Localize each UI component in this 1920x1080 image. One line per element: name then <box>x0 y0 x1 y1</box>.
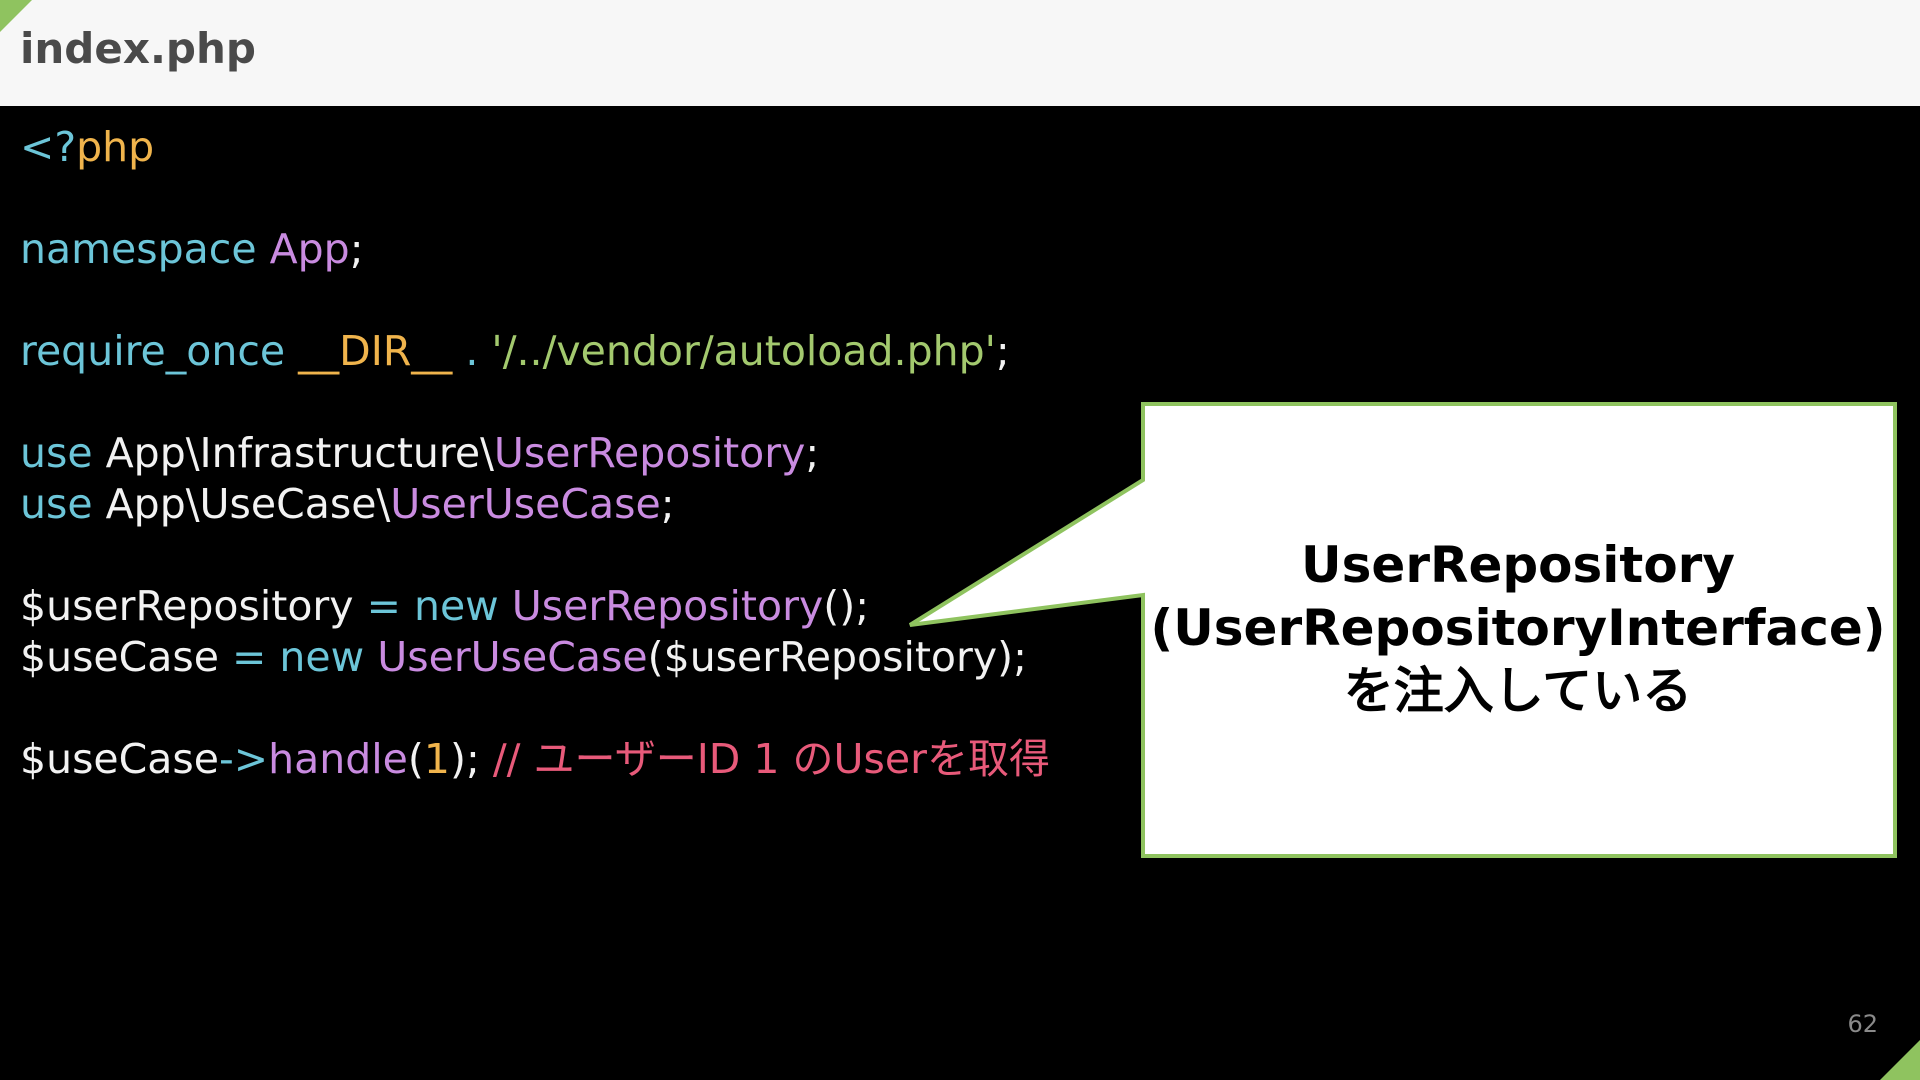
method-name: handle <box>268 735 408 783</box>
code-line-6: $userRepository = new UserRepository(); <box>20 581 1050 632</box>
namespace-name: App <box>269 225 350 273</box>
variable: $userRepository <box>20 582 354 630</box>
assign-operator: = <box>353 582 414 630</box>
dir-constant: __DIR__ <box>298 327 453 375</box>
variable: $useCase <box>20 633 219 681</box>
php-keyword: php <box>76 123 155 171</box>
corner-accent-top-left <box>0 0 32 32</box>
code-line-2: namespace App; <box>20 224 1050 275</box>
callout-line-2: (UserRepositoryInterface) <box>1150 598 1886 657</box>
namespace-keyword: namespace <box>20 225 257 273</box>
variable: $useCase <box>20 735 219 783</box>
class-name: UserUseCase <box>377 633 648 681</box>
callout-shape <box>908 402 1897 858</box>
php-open-tag: <? <box>20 123 77 171</box>
corner-accent-bottom-right <box>1880 1040 1920 1080</box>
code-line-5: use App\UseCase\UserUseCase; <box>20 479 1050 530</box>
header-bar: index.php <box>0 0 1920 106</box>
statement-end: ; <box>349 225 364 273</box>
code-line-8: $useCase->handle(1); // ユーザーID 1 のUserを取… <box>20 734 1050 785</box>
assign-operator: = <box>219 633 280 681</box>
code-line-3: require_once __DIR__ . '/../vendor/autol… <box>20 326 1050 377</box>
file-title: index.php <box>20 24 256 73</box>
code-comment: // ユーザーID 1 のUserを取得 <box>492 735 1050 783</box>
class-name: UserRepository <box>493 429 806 477</box>
code-line-4: use App\Infrastructure\UserRepository; <box>20 428 1050 479</box>
class-name: UserRepository <box>511 582 824 630</box>
statement-end: ; <box>805 429 820 477</box>
use-keyword: use <box>20 480 93 528</box>
new-keyword: new <box>279 633 365 681</box>
callout-line-1: UserRepository <box>1301 535 1735 594</box>
class-name: UserUseCase <box>390 480 661 528</box>
namespace-path: App\UseCase\ <box>105 480 391 528</box>
callout-text: UserRepository (UserRepositoryInterface)… <box>1143 402 1893 854</box>
statement-end: ; <box>995 327 1010 375</box>
constructor-args: ($userRepository); <box>647 633 1027 681</box>
use-keyword: use <box>20 429 93 477</box>
paren-close: ); <box>450 735 480 783</box>
number-literal: 1 <box>423 735 450 783</box>
code-line-7: $useCase = new UserUseCase($userReposito… <box>20 632 1050 683</box>
statement-end: ; <box>660 480 675 528</box>
arrow-operator: -> <box>219 735 269 783</box>
code-line-1: <?php <box>20 122 1050 173</box>
namespace-path: App\Infrastructure\ <box>105 429 494 477</box>
statement-end: (); <box>823 582 870 630</box>
new-keyword: new <box>413 582 499 630</box>
require-keyword: require_once <box>20 327 286 375</box>
page-number: 62 <box>1847 1010 1878 1038</box>
concat-operator: . <box>452 327 492 375</box>
autoload-path-string: '/../vendor/autoload.php' <box>491 327 996 375</box>
paren-open: ( <box>407 735 424 783</box>
callout-line-3: を注入している <box>1343 661 1693 720</box>
